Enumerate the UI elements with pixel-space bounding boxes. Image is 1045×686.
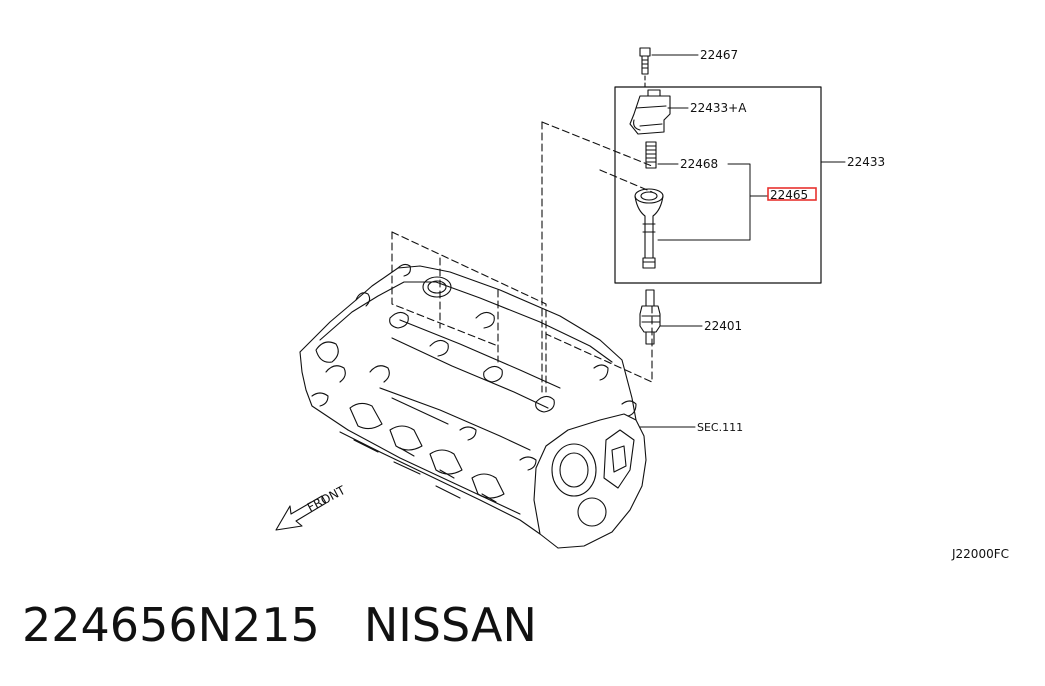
brand-name: NISSAN [363,598,537,652]
callout-spring: 22468 [680,157,718,171]
ignition-coil-part [629,89,671,135]
callout-section: SEC.111 [697,421,743,434]
callout-bolt: 22467 [700,48,738,62]
ignition-boot-part [634,188,664,269]
spark-plug-part [639,289,661,345]
diagram-code: J22000FC [951,547,1009,561]
cylinder-head-drawing [299,263,647,549]
callout-coil-a: 22433+A [690,101,747,115]
spring-part [645,141,657,169]
callout-spark-plug: 22401 [704,319,742,333]
coil-assembly-frame [614,86,822,284]
part-number: 224656N215 [22,598,320,652]
bolt-part [639,47,651,75]
footer-title: 224656N215 NISSAN [22,598,537,652]
front-arrow-icon [275,495,327,531]
phantom-cam-box [391,121,653,393]
highlight-box [767,187,817,201]
front-label: FRONT [305,483,348,515]
leader-lines [639,54,846,428]
callout-coil-assy: 22433 [847,155,885,169]
callout-boot[interactable]: 22465 [770,188,808,202]
